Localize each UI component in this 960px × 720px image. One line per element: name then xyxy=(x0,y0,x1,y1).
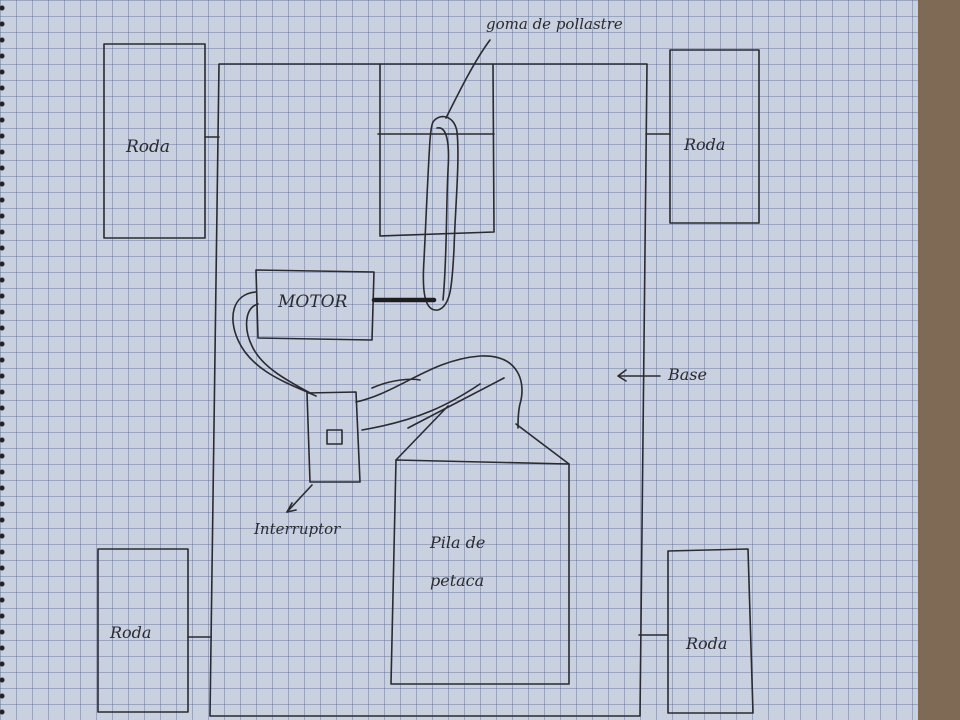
base-outline xyxy=(209,63,648,717)
wire-switch-battery-1 xyxy=(355,355,523,429)
base-label: Base xyxy=(667,365,707,384)
notebook-binding xyxy=(0,0,8,720)
battery-label-line1: Pila de xyxy=(429,533,485,552)
wheel-bottom-left xyxy=(97,548,189,713)
wheel-top-left xyxy=(103,43,206,239)
battery-label-line2: petaca xyxy=(430,571,484,590)
belt-leader-line xyxy=(445,39,491,119)
belt-label: goma de pollastre xyxy=(486,15,623,33)
wheel-top-right-label: Roda xyxy=(683,135,725,154)
base-arrow xyxy=(617,369,661,382)
rubber-belt xyxy=(422,115,459,311)
motor-label: MOTOR xyxy=(277,292,348,312)
switch-leader-line xyxy=(286,484,313,513)
pulley-block xyxy=(379,63,495,237)
wheel-bottom-right xyxy=(667,548,754,714)
wire-motor-switch-2 xyxy=(245,303,313,395)
battery-body xyxy=(390,459,570,685)
switch-button xyxy=(326,429,343,445)
motor-body xyxy=(255,269,375,341)
wheel-bottom-left-label: Roda xyxy=(109,623,151,642)
switch-body xyxy=(306,391,361,483)
switch-leader-arrowhead xyxy=(286,502,297,513)
wheel-bottom-right-label: Roda xyxy=(685,634,727,653)
wheel-top-left-label: Roda xyxy=(125,137,170,157)
rubber-belt-inner xyxy=(436,127,450,301)
wire-switch-battery-3 xyxy=(371,378,421,389)
switch-label: Interruptor xyxy=(253,520,341,538)
wheel-top-right xyxy=(669,49,760,224)
wire-motor-switch-1 xyxy=(232,291,317,397)
battery-terminal xyxy=(407,377,505,429)
battery-top-edges xyxy=(395,405,570,465)
wire-switch-battery-2 xyxy=(361,383,481,431)
